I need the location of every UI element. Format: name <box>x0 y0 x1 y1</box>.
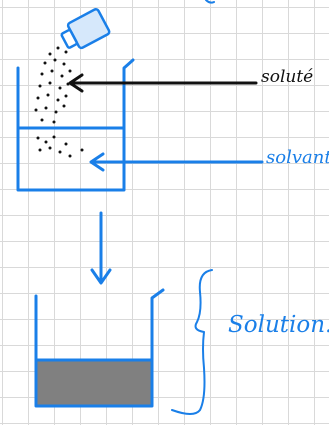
dissolved-particles <box>36 135 84 158</box>
beaker-one <box>16 58 135 192</box>
top-stroke-fragment <box>205 0 215 4</box>
solvent-label: solvant <box>266 147 329 168</box>
solvent-arrow <box>89 152 264 172</box>
solute-label: soluté <box>261 67 313 87</box>
curly-brace <box>171 269 213 415</box>
solute-bottle <box>60 8 111 50</box>
solution-liquid <box>36 360 152 406</box>
solution-label: Solution. <box>228 312 329 338</box>
solute-arrow <box>68 73 258 93</box>
beaker-two <box>34 288 165 408</box>
down-arrow <box>90 211 112 285</box>
bottle-cap <box>60 28 78 49</box>
solute-particles <box>34 46 72 124</box>
